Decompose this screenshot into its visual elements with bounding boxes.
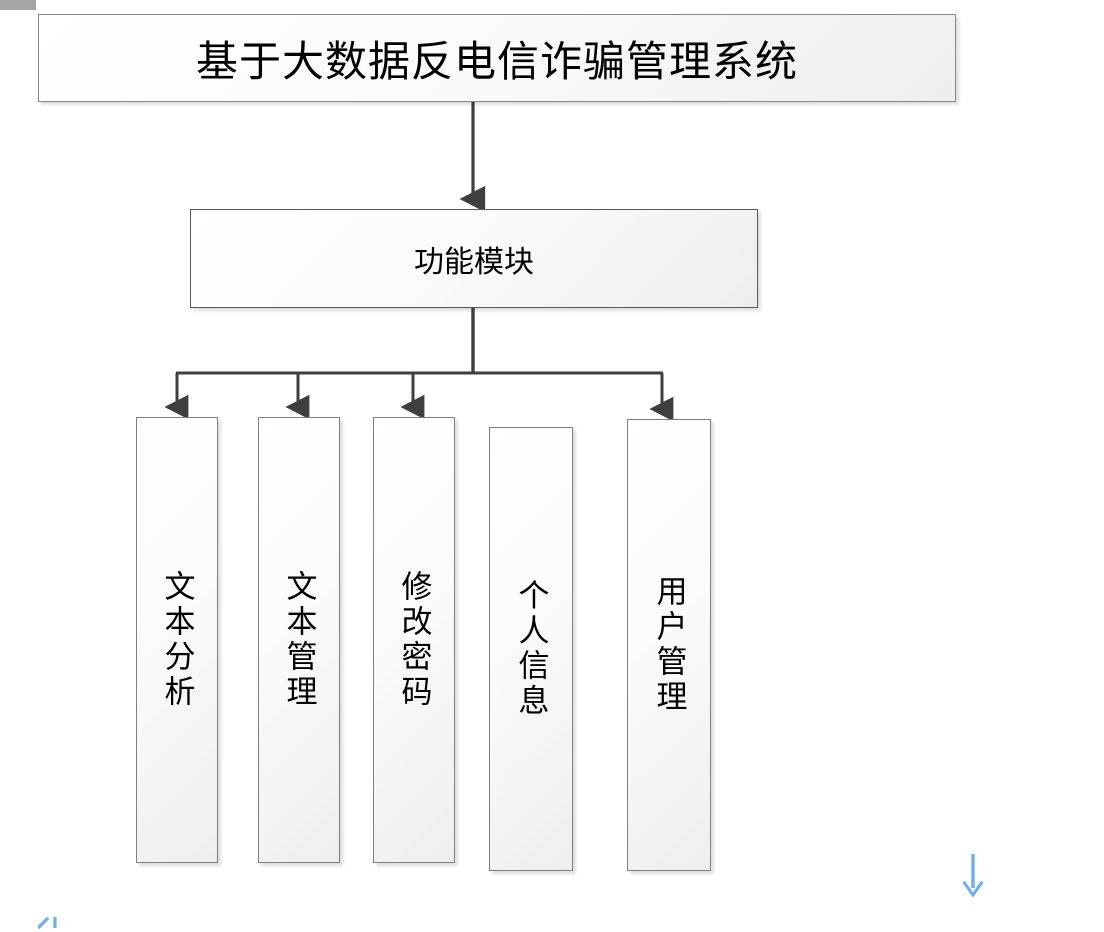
- node-system-title-label: 基于大数据反电信诈骗管理系统: [195, 39, 798, 86]
- node-leaf-personal-info[interactable]: 个人信息: [489, 427, 573, 871]
- node-leaf-text-analysis-label: 文本分析: [159, 570, 195, 710]
- node-leaf-change-password-label: 修改密码: [396, 570, 432, 710]
- node-leaf-text-management-label: 文本管理: [281, 570, 317, 710]
- node-leaf-personal-info-label: 个人信息: [513, 579, 549, 719]
- page-margin-marker-icon: [0, 0, 36, 10]
- blue-down-arrow-icon: [962, 854, 984, 898]
- node-system-title[interactable]: 基于大数据反电信诈骗管理系统: [38, 14, 956, 102]
- node-function-modules-label: 功能模块: [414, 245, 534, 279]
- node-leaf-user-management-label: 用户管理: [651, 575, 687, 715]
- node-leaf-text-management[interactable]: 文本管理: [258, 417, 340, 863]
- blue-caret-icon: [38, 916, 57, 930]
- node-function-modules[interactable]: 功能模块: [190, 209, 758, 308]
- node-leaf-user-management[interactable]: 用户管理: [627, 419, 711, 871]
- page-margin-marker-vertical-icon: [28, 0, 36, 8]
- node-leaf-text-analysis[interactable]: 文本分析: [136, 417, 218, 863]
- node-leaf-change-password[interactable]: 修改密码: [373, 417, 455, 863]
- connector-module-trunk: [176, 308, 663, 375]
